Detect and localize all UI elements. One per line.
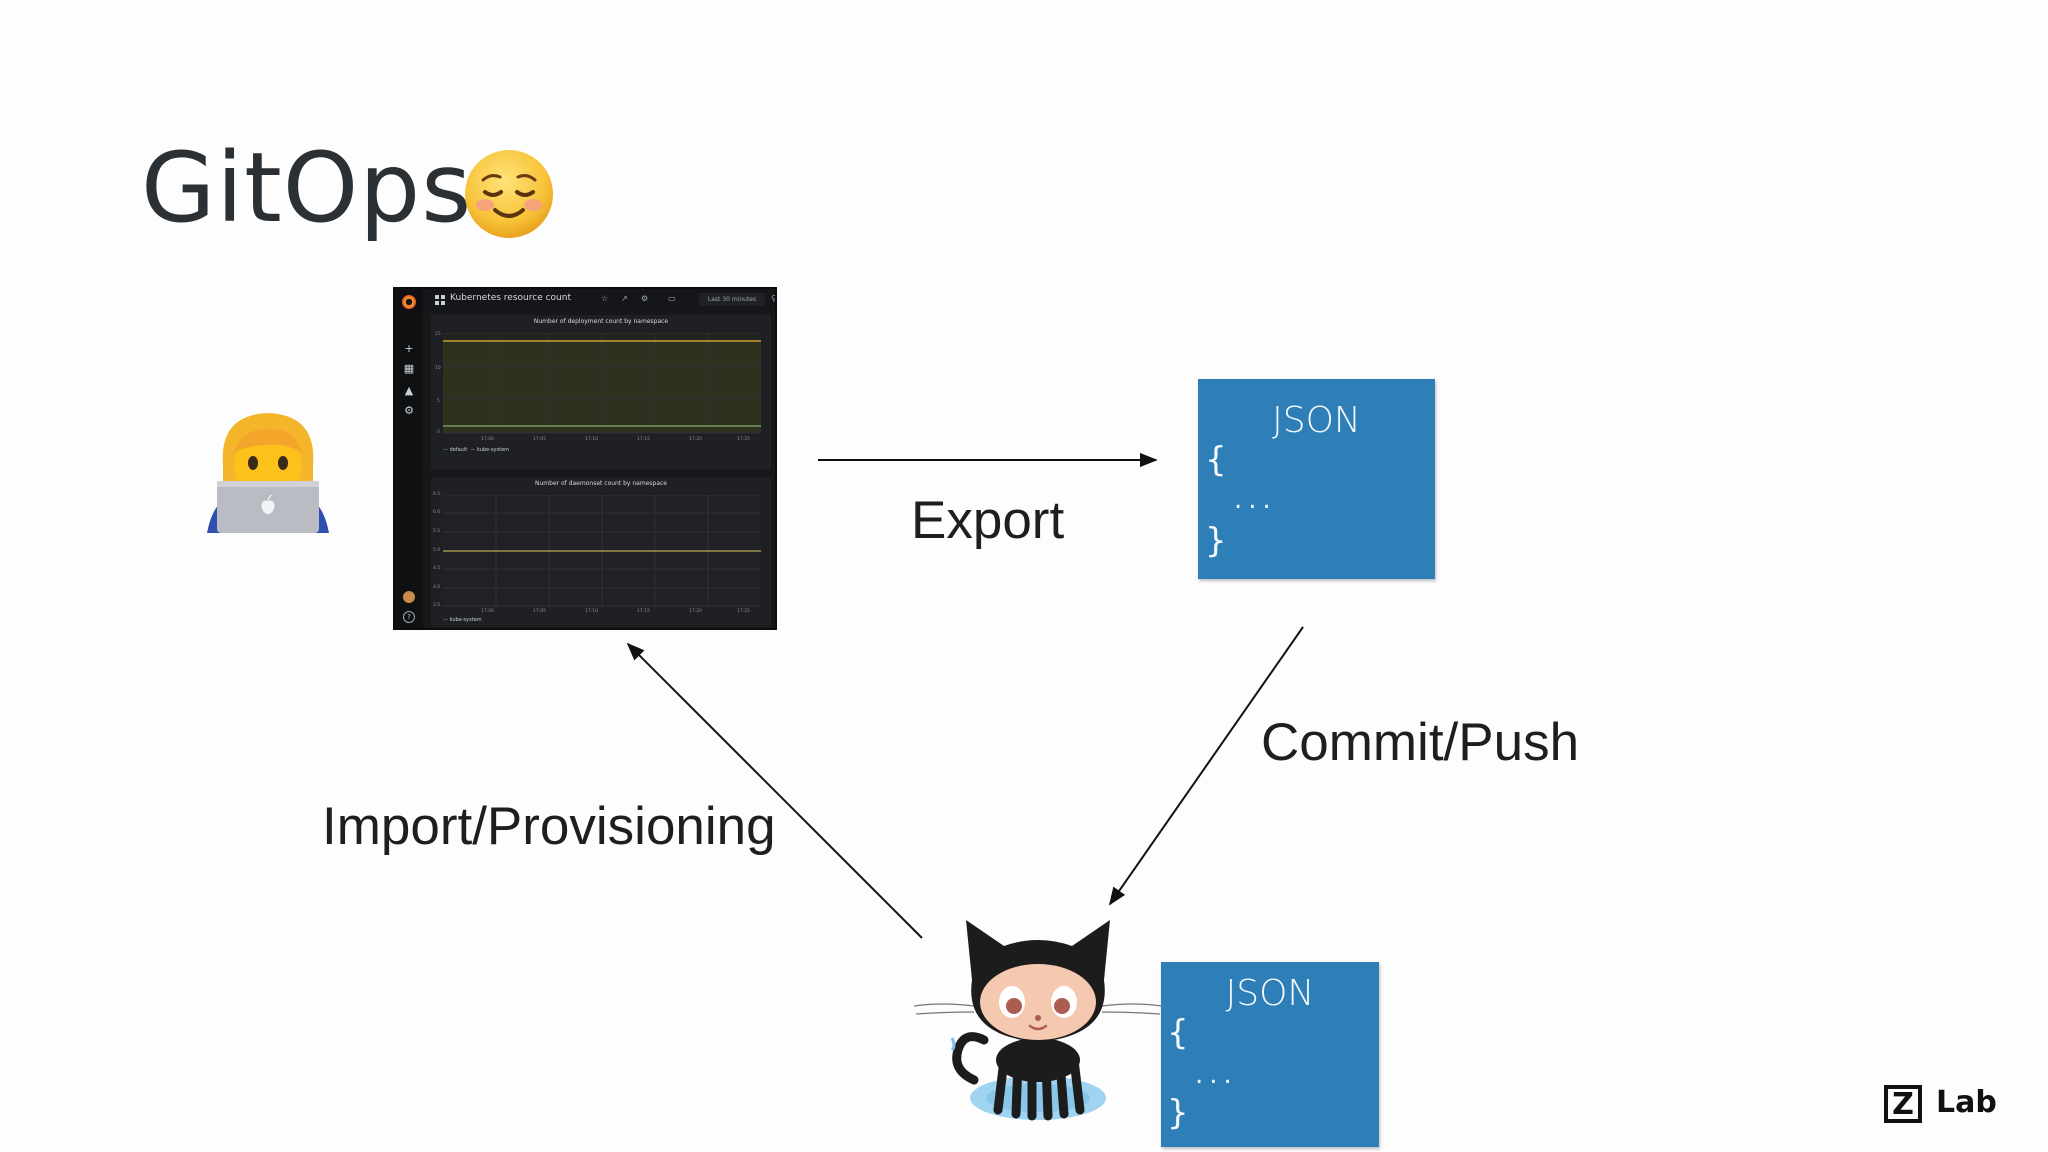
json-ellipsis: ... [1234, 485, 1277, 515]
y-tick: 3.5 [433, 603, 441, 608]
json-close-brace: } [1205, 521, 1227, 561]
y-tick: 10 [435, 366, 441, 371]
dashboards-icon: ▦ [403, 362, 415, 375]
gear-icon: ⚙ [404, 404, 414, 417]
y-tick: 5.5 [433, 529, 441, 534]
octocat-icon [913, 920, 1163, 1121]
y-tick: 0 [437, 430, 440, 435]
y-tick: 15 [435, 332, 441, 337]
plus-icon: + [404, 342, 414, 355]
x-tick: 17:00 [481, 437, 494, 442]
x-tick: 17:15 [637, 437, 650, 442]
panel-legend: — default — kube-system [443, 447, 510, 453]
daemonset-count-panel: Number of daemonset count by namespace 6… [431, 477, 771, 627]
grafana-dashboard-screenshot: + ▦ ▲ ⚙ ? Kubernetes resource count ☆ ↗ … [393, 287, 777, 630]
y-tick: 4.5 [433, 566, 441, 571]
panel-title: Number of deployment count by namespace [533, 318, 669, 325]
panel-title: Number of daemonset count by namespace [535, 480, 667, 487]
y-tick: 6.0 [433, 510, 441, 515]
daemonset-count-plot [443, 495, 761, 607]
json-close-brace: } [1167, 1093, 1189, 1133]
y-tick: 5.0 [433, 548, 441, 553]
legend-default: default [449, 447, 468, 453]
x-tick: 17:15 [637, 609, 650, 614]
json-box-title: JSON [1272, 400, 1361, 441]
zoom-icon: ⚲ [771, 294, 777, 303]
settings-icon: ⚙ [641, 294, 649, 303]
commit-push-label: Commit/Push [1261, 713, 1580, 772]
x-tick: 17:25 [737, 437, 750, 442]
json-box-repository: JSON { ... } [1161, 962, 1379, 1147]
x-tick: 17:25 [737, 609, 750, 614]
json-ellipsis: ... [1195, 1060, 1238, 1090]
grafana-logo-icon [402, 295, 416, 309]
x-tick: 17:20 [689, 437, 702, 442]
dashboard-topbar: Kubernetes resource count ☆ ↗ ⚙ ▭ Last 3… [423, 289, 775, 311]
zlab-logo-text: Lab [1936, 1085, 1997, 1120]
panel-legend: — kube-system [443, 617, 482, 623]
deployment-count-plot [443, 333, 761, 434]
commit-push-arrow [1108, 626, 1304, 906]
time-range-picker: Last 30 minutes [699, 293, 765, 306]
import-provisioning-arrow [626, 642, 923, 939]
x-tick: 17:05 [533, 437, 546, 442]
json-open-brace: { [1167, 1013, 1189, 1053]
y-tick: 4.0 [433, 585, 441, 590]
tv-mode-icon: ▭ [668, 294, 676, 303]
json-open-brace: { [1205, 440, 1227, 480]
export-label: Export [911, 491, 1065, 550]
json-box-exported: JSON { ... } [1198, 379, 1435, 579]
json-box-title: JSON [1225, 973, 1315, 1014]
x-tick: 17:00 [481, 609, 494, 614]
alert-bell-icon: ▲ [404, 384, 414, 397]
legend-kube-system: kube-system [476, 447, 510, 453]
zlab-logo: Z Lab [1884, 1085, 1997, 1129]
x-tick: 17:10 [585, 437, 598, 442]
import-provisioning-label: Import/Provisioning [322, 797, 776, 856]
zlab-logo-mark: Z [1884, 1085, 1922, 1123]
x-tick: 17:20 [689, 609, 702, 614]
y-tick: 5 [437, 399, 440, 404]
help-icon: ? [403, 611, 415, 623]
legend-kube-system: kube-system [449, 617, 482, 623]
star-icon: ☆ [601, 294, 609, 303]
woman-technologist-icon [207, 413, 329, 533]
dashboard-title: Kubernetes resource count [450, 293, 571, 303]
deployment-count-panel: Number of deployment count by namespace … [431, 315, 771, 469]
x-tick: 17:05 [533, 609, 546, 614]
slide-title: GitOps [141, 132, 473, 244]
smiling-face-icon [465, 150, 553, 238]
dashboard-sidebar: + ▦ ▲ ⚙ ? [395, 289, 423, 628]
x-tick: 17:10 [585, 609, 598, 614]
dashboard-grid-icon [435, 295, 445, 305]
y-tick: 6.5 [433, 492, 441, 497]
share-icon: ↗ [621, 294, 628, 303]
avatar [403, 591, 415, 603]
